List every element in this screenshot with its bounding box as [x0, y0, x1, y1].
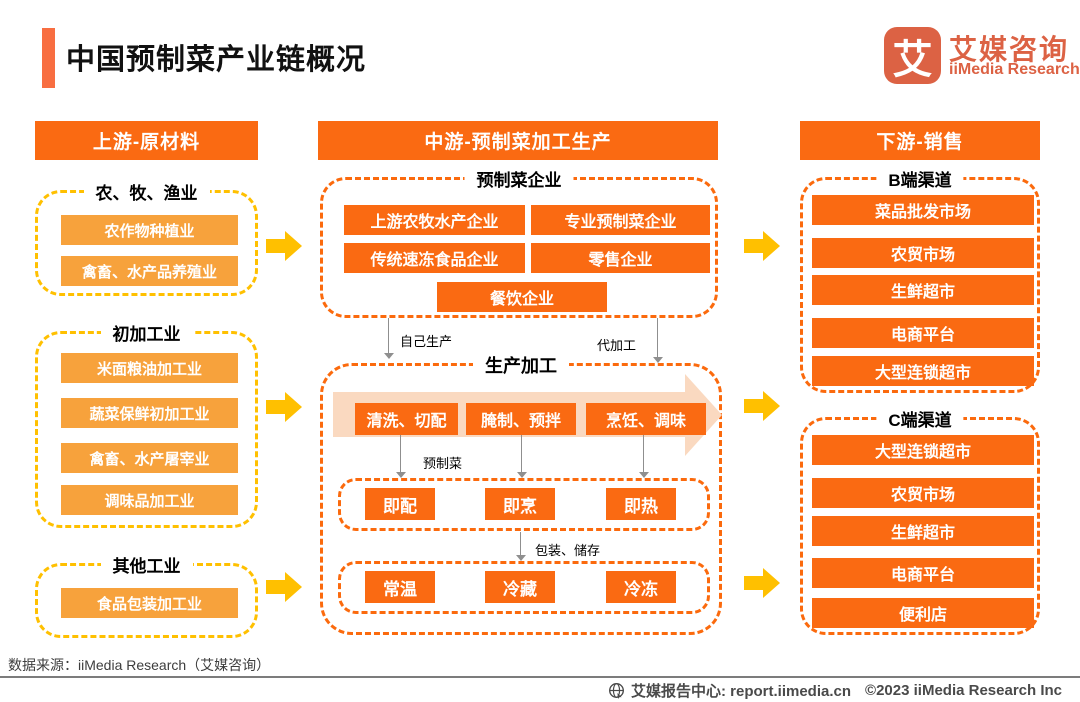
flow-label-packaging: 包装、储存: [535, 543, 601, 558]
right-arrow-icon: [744, 391, 782, 421]
group-label: C端渠道: [876, 406, 964, 431]
diagram-node: 便利店: [812, 598, 1034, 628]
logo-name-en: iiMedia Research: [949, 61, 1080, 78]
diagram-node: 农作物种植业: [61, 215, 238, 245]
diagram-node: 腌制、预拌: [466, 403, 576, 435]
page-title: 中国预制菜产业链概况: [66, 44, 367, 76]
group-production: 生产加工 清洗、切配 腌制、预拌 烹饪、调味 预制菜 即配 即烹 即热 包装、储…: [320, 352, 722, 635]
header-downstream: 下游-销售: [800, 121, 1040, 160]
down-arrow-icon: [383, 318, 394, 359]
group-label: 初加工业: [100, 320, 193, 345]
group-label: 预制菜企业: [464, 166, 574, 191]
right-arrow-icon: [744, 231, 782, 261]
diagram-node: 清洗、切配: [355, 403, 458, 435]
diagram-node: 零售企业: [531, 243, 710, 273]
right-arrow-icon: [266, 572, 304, 602]
diagram-node: 生鲜超市: [812, 516, 1034, 546]
diagram-node: 冷冻: [606, 571, 676, 603]
diagram-node: 蔬菜保鲜初加工业: [61, 398, 238, 428]
right-arrow-icon: [266, 231, 304, 261]
down-arrow-icon: [638, 435, 649, 478]
diagram-node: 冷藏: [485, 571, 555, 603]
diagram-node: 即配: [365, 488, 435, 520]
diagram-node: 烹饪、调味: [586, 403, 706, 435]
diagram-node: 生鲜超市: [812, 275, 1034, 305]
diagram-node: 电商平台: [812, 558, 1034, 588]
flow-label-premade: 预制菜: [423, 456, 463, 471]
header-upstream: 上游-原材料: [35, 121, 258, 160]
diagram-node: 电商平台: [812, 318, 1034, 348]
diagram-node: 食品包装加工业: [61, 588, 238, 618]
group-other-industry: 其他工业 食品包装加工业: [35, 552, 258, 638]
group-agriculture: 农、牧、渔业 农作物种植业 禽畜、水产品养殖业: [35, 179, 258, 296]
diagram-node: 传统速冻食品企业: [344, 243, 525, 273]
right-arrow-icon: [266, 392, 304, 422]
diagram-node: 即热: [606, 488, 676, 520]
down-arrow-icon: [395, 435, 406, 478]
footer-divider: [0, 676, 1080, 678]
group-b-channels: B端渠道 菜品批发市场 农贸市场 生鲜超市 电商平台 大型连锁超市: [800, 166, 1040, 393]
group-premade-types: [338, 478, 710, 531]
diagram-node: 农贸市场: [812, 478, 1034, 508]
data-source-text: 数据来源：iiMedia Research（艾媒咨询）: [8, 657, 271, 673]
group-c-channels: C端渠道 大型连锁超市 农贸市场 生鲜超市 电商平台 便利店: [800, 406, 1040, 635]
group-label: 生产加工: [473, 352, 569, 378]
diagram-node: 大型连锁超市: [812, 435, 1034, 465]
group-label: B端渠道: [876, 166, 964, 191]
diagram-node: 禽畜、水产屠宰业: [61, 443, 238, 473]
diagram-node: 禽畜、水产品养殖业: [61, 256, 238, 286]
diagram-node: 常温: [365, 571, 435, 603]
diagram-node: 米面粮油加工业: [61, 353, 238, 383]
iimedia-logo-icon: 艾: [884, 27, 941, 84]
group-premade-enterprises: 预制菜企业 上游农牧水产企业 专业预制菜企业 传统速冻食品企业 零售企业 餐饮企…: [320, 166, 718, 318]
logo-name-cn: 艾媒咨询: [949, 34, 1070, 65]
title-accent-bar: [42, 28, 55, 88]
group-label: 其他工业: [100, 552, 193, 577]
down-arrow-icon: [515, 532, 526, 561]
group-storage: [338, 561, 710, 614]
down-arrow-icon: [516, 435, 527, 478]
diagram-node: 农贸市场: [812, 238, 1034, 268]
diagram-node: 调味品加工业: [61, 485, 238, 515]
right-arrow-icon: [744, 568, 782, 598]
diagram-node: 专业预制菜企业: [531, 205, 710, 235]
group-primary-processing: 初加工业 米面粮油加工业 蔬菜保鲜初加工业 禽畜、水产屠宰业 调味品加工业: [35, 320, 258, 528]
report-center-text: 艾媒报告中心: report.iimedia.cn: [631, 683, 852, 700]
flow-label-self-produce: 自己生产: [400, 334, 453, 349]
down-arrow-icon: [652, 318, 663, 363]
diagram-node: 大型连锁超市: [812, 356, 1034, 386]
flow-label-oem: 代加工: [597, 338, 637, 353]
diagram-node: 菜品批发市场: [812, 195, 1034, 225]
diagram-node: 上游农牧水产企业: [344, 205, 525, 235]
diagram-node: 即烹: [485, 488, 555, 520]
footer-right: 艾媒报告中心: report.iimedia.cn ©2023 iiMedia …: [608, 680, 1062, 701]
diagram-node: 餐饮企业: [437, 282, 607, 312]
globe-icon: [609, 683, 624, 699]
copyright-text: ©2023 iiMedia Research Inc: [865, 682, 1063, 699]
header-midstream: 中游-预制菜加工生产: [318, 121, 718, 160]
group-label: 农、牧、渔业: [83, 179, 210, 204]
